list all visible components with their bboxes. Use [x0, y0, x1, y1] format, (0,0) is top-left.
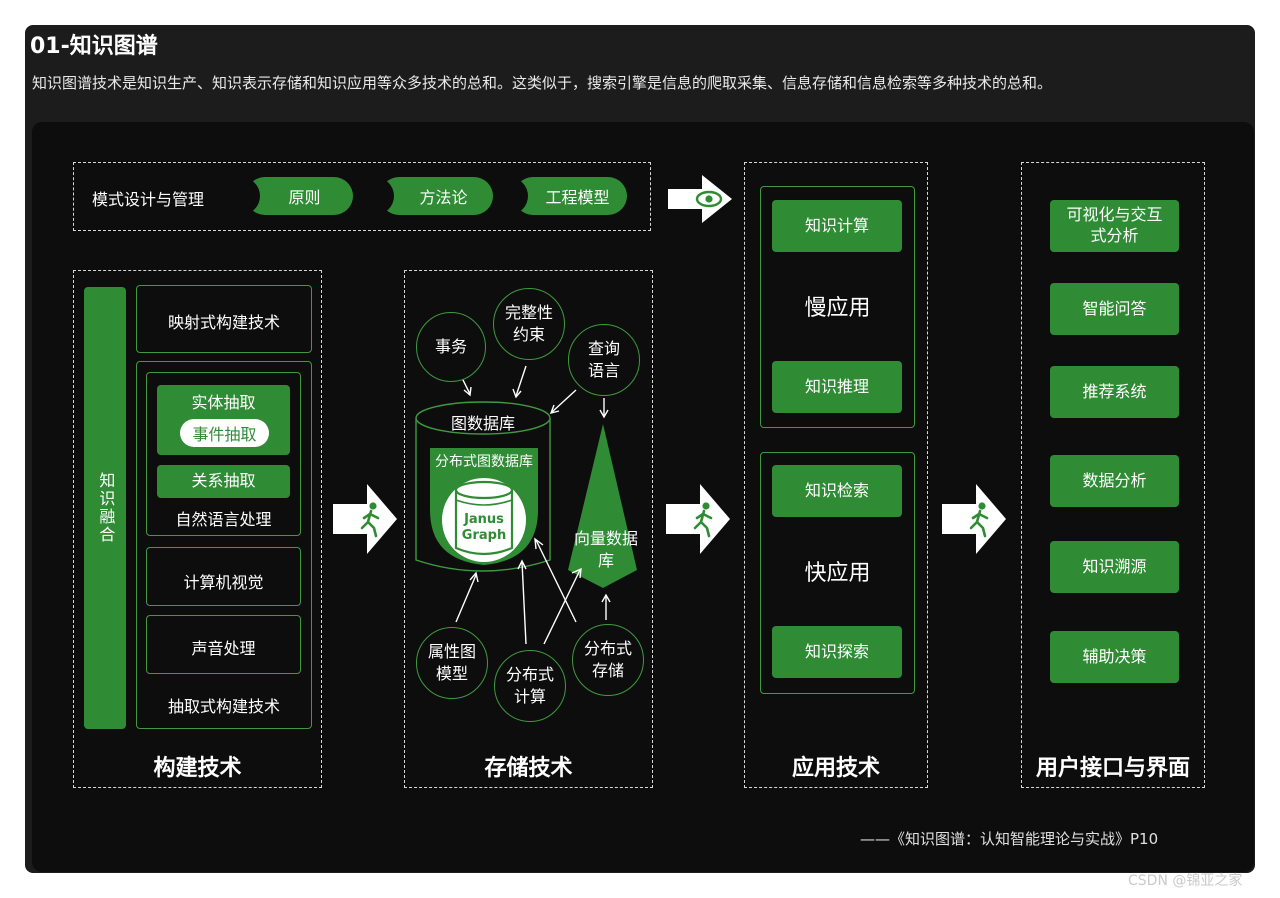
fast-app-label: 快应用 [804, 561, 871, 586]
knowledge-compute-box: 知识计算 [772, 200, 902, 252]
storage-diagram [415, 365, 637, 645]
page-title: 01-知识图谱 [30, 34, 158, 59]
slow-app-box [760, 186, 915, 428]
knowledge-reasoning-box: 知识推理 [772, 361, 902, 413]
knowledge-fusion-bar: 知识融合 [84, 287, 126, 729]
ui-item-data-analysis: 数据分析 [1050, 455, 1179, 507]
knowledge-retrieval-label: 知识检索 [804, 480, 869, 500]
application-tech-title: 应用技术 [791, 756, 880, 781]
runner-arrow-icon [333, 484, 397, 554]
extractive-box [136, 361, 312, 729]
distributed-storage-node: 分布式存储 [572, 624, 644, 696]
extractive-label: 抽取式构建技术 [167, 697, 280, 716]
event-extraction-pill: 事件抽取 [180, 419, 269, 447]
knowledge-exploration-label: 知识探索 [804, 641, 869, 661]
ui-item-provenance-label: 知识溯源 [1082, 556, 1147, 576]
page-description: 知识图谱技术是知识生产、知识表示存储和知识应用等众多技术的总和。这类似于，搜索引… [32, 74, 1053, 92]
knowledge-compute-label: 知识计算 [804, 215, 869, 235]
integrity-node: 完整性约束 [493, 288, 565, 360]
transaction-label: 事务 [434, 337, 467, 357]
query-language-node: 查询语言 [568, 324, 640, 396]
relation-extraction-box: 关系抽取 [157, 465, 290, 498]
ui-item-visualization-label: 可视化与交互式分析 [1066, 205, 1163, 245]
fast-app-box [760, 452, 915, 694]
ui-item-provenance: 知识溯源 [1050, 541, 1179, 593]
ui-item-recommendation: 推荐系统 [1050, 366, 1179, 418]
knowledge-reasoning-label: 知识推理 [804, 376, 869, 396]
cv-label: 计算机视觉 [183, 573, 264, 592]
property-graph-label: 属性图模型 [427, 642, 476, 683]
runner-arrow-icon [942, 484, 1006, 554]
janus-graph-logo: Janus Graph [454, 512, 514, 543]
storage-tech-title: 存储技术 [484, 756, 573, 781]
janus-label: Janus [464, 512, 504, 527]
query-language-label: 查询语言 [587, 339, 620, 380]
mapping-label: 映射式构建技术 [167, 313, 280, 332]
knowledge-fusion-label: 知识融合 [96, 472, 116, 544]
pill-engineering-model: 工程模型 [514, 177, 627, 215]
storage-tech-box [404, 270, 653, 788]
distributed-storage-label: 分布式存储 [583, 639, 632, 680]
entity-extraction-label: 实体抽取 [191, 393, 256, 412]
distributed-compute-label: 分布式计算 [505, 665, 554, 706]
property-graph-node: 属性图模型 [416, 627, 488, 699]
user-interface-box [1021, 162, 1205, 788]
audio-label: 声音处理 [191, 639, 256, 658]
ui-item-visualization: 可视化与交互式分析 [1050, 200, 1179, 252]
pill-methodology: 方法论 [380, 177, 493, 215]
transaction-node: 事务 [416, 312, 486, 382]
slow-app-label: 慢应用 [804, 296, 871, 321]
integrity-label: 完整性约束 [504, 303, 553, 344]
pill-principle-label: 原则 [288, 188, 321, 207]
build-tech-title: 构建技术 [153, 756, 242, 781]
ui-item-data-analysis-label: 数据分析 [1082, 470, 1147, 490]
pattern-design-label: 模式设计与管理 [92, 190, 205, 209]
audio-box [146, 615, 301, 674]
user-interface-title: 用户接口与界面 [1035, 756, 1190, 781]
mapping-box [136, 285, 312, 353]
ui-item-decision-support-label: 辅助决策 [1082, 646, 1147, 666]
pattern-design-box [73, 162, 651, 231]
vector-db-label: 向量数据库 [574, 528, 638, 571]
graph-db-label: 图数据库 [450, 414, 515, 433]
ui-item-qa: 智能问答 [1050, 283, 1179, 335]
relation-extraction-label: 关系抽取 [191, 471, 256, 491]
runner-arrow-icon [666, 484, 730, 554]
graph-label: Graph [461, 527, 507, 543]
knowledge-exploration-box: 知识探索 [772, 626, 902, 678]
eye-arrow-icon [668, 175, 732, 223]
build-tech-box [73, 270, 322, 788]
ui-item-qa-label: 智能问答 [1082, 298, 1147, 318]
distributed-graph-db-label: 分布式图数据库 [435, 454, 533, 470]
event-extraction-label: 事件抽取 [192, 425, 257, 444]
knowledge-retrieval-box: 知识检索 [772, 465, 902, 517]
vector-db-text: 向量数据库 [574, 529, 639, 570]
ui-item-recommendation-label: 推荐系统 [1082, 381, 1147, 401]
nlp-box [146, 372, 301, 536]
pill-principle: 原则 [246, 177, 353, 215]
cv-box [146, 547, 301, 606]
nlp-label: 自然语言处理 [175, 510, 272, 529]
pill-engineering-model-label: 工程模型 [545, 188, 610, 207]
distributed-compute-node: 分布式计算 [494, 650, 566, 722]
book-credit: ——《知识图谱：认知智能理论与实战》P10 [860, 830, 1159, 848]
ui-item-decision-support: 辅助决策 [1050, 631, 1179, 683]
watermark: CSDN @锦亚之家 [1128, 873, 1243, 889]
pill-methodology-label: 方法论 [419, 188, 468, 207]
application-tech-box [744, 162, 928, 788]
